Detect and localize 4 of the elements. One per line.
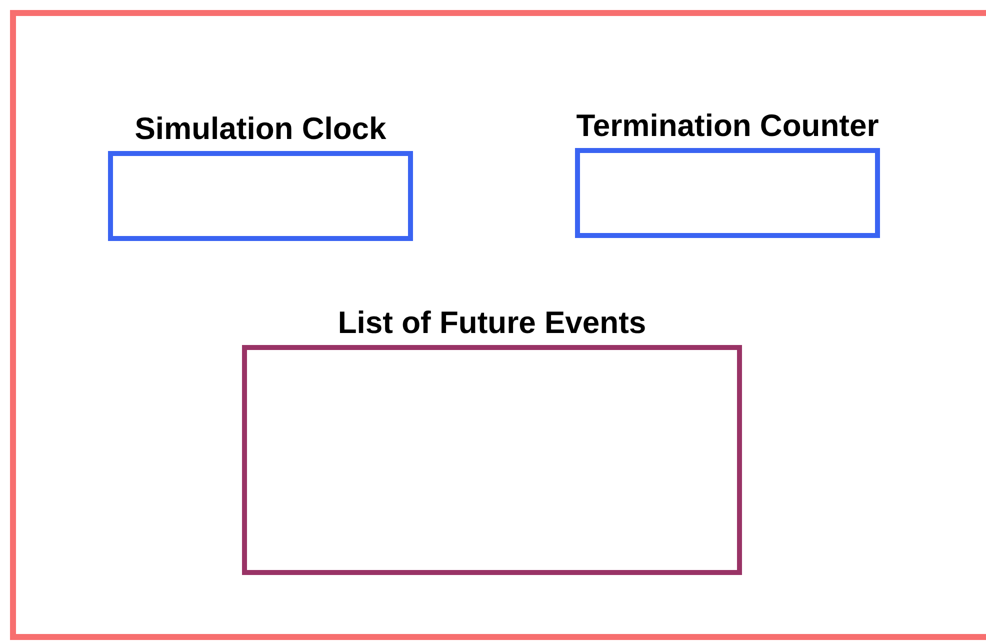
- box-heading: List of Future Events: [336, 305, 648, 341]
- box-heading: Simulation Clock: [134, 111, 388, 147]
- box-heading: Termination Counter: [575, 108, 880, 144]
- frame-border: [10, 10, 986, 640]
